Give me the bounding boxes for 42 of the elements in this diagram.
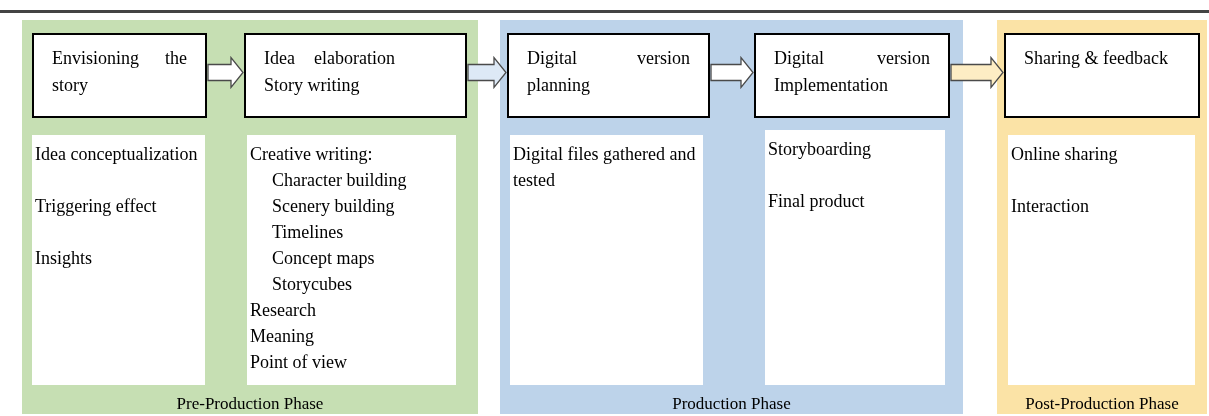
detail-item: Online sharing (1011, 143, 1119, 166)
step-title: Envisioning the story (52, 47, 187, 97)
detail-item: Final product (768, 190, 866, 213)
step-box (244, 33, 467, 118)
phase-panel (997, 20, 1207, 414)
step-box (1004, 33, 1200, 118)
detail-box (32, 135, 205, 385)
step-title: Sharing & feedback (1024, 47, 1169, 70)
detail-item: Triggering effect (35, 195, 158, 218)
detail-box (765, 130, 945, 385)
detail-item: Digital files gathered and tested (513, 143, 697, 192)
phase-panel (500, 20, 963, 414)
block-arrow (207, 55, 244, 90)
detail-item: Creative writing: (250, 143, 374, 166)
detail-item: Idea conceptualization (35, 143, 199, 166)
step-title: Digital version planning (527, 47, 690, 97)
step-box (507, 33, 710, 118)
step-box (32, 33, 207, 118)
detail-item: Concept maps (271, 247, 376, 270)
detail-item: Scenery building (271, 195, 396, 218)
block-arrow (467, 55, 507, 90)
detail-item: Interaction (1011, 195, 1090, 218)
detail-item: Storyboarding (768, 138, 872, 161)
detail-box (247, 135, 456, 385)
step-box (754, 33, 950, 118)
detail-item: Point of view (250, 351, 348, 374)
detail-item: Insights (35, 247, 93, 270)
detail-box (510, 135, 703, 385)
detail-box (1008, 135, 1195, 385)
step-title: Idea elaboration Story writing (264, 47, 395, 97)
step-title: Digital version Implementation (774, 47, 930, 97)
detail-item: Character building (271, 169, 408, 192)
detail-item: Storycubes (271, 273, 353, 296)
block-arrow (710, 55, 754, 90)
phase-label: Pre-Production Phase (175, 394, 325, 414)
detail-item: Timelines (271, 221, 345, 244)
phase-label: Production Phase (671, 394, 792, 414)
detail-item: Research (250, 299, 317, 322)
phase-panel (22, 20, 478, 414)
detail-item: Meaning (250, 325, 315, 348)
block-arrow (950, 55, 1004, 90)
phase-label: Post-Production Phase (1024, 394, 1180, 414)
